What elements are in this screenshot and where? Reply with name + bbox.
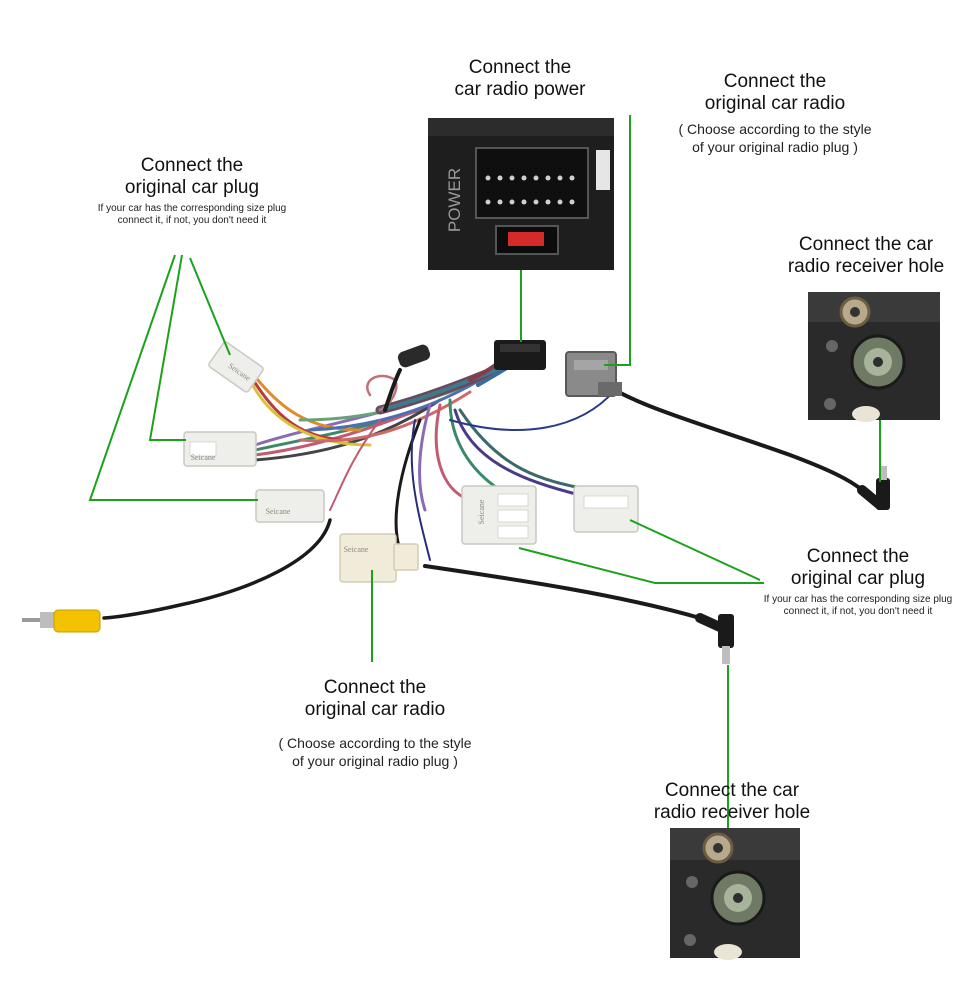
connector-left-mid [183, 431, 257, 467]
label-radio-top-line2: original car radio [704, 92, 846, 114]
label-radio-top-note2: of your original radio plug ) [692, 138, 858, 155]
receiver-hole-photo-bottom [670, 828, 800, 960]
label-receiver-top-line2: radio receiver hole [787, 255, 945, 277]
label-receiver-top-line1: Connect the car [798, 234, 934, 255]
brand-label-3: Seicane [266, 507, 291, 516]
label-receiver-bottom: Connect the car radio receiver hole [625, 780, 839, 824]
label-receiver-bottom-line2: radio receiver hole [653, 801, 811, 823]
label-radio-bottom: Connect the original car radio ( Choose … [250, 677, 500, 769]
label-plug-right-note2: connect it, if not, you don't need it [783, 606, 933, 618]
label-plug-left-line2: original car plug [124, 176, 260, 198]
label-plug-right-note1: If your car has the corresponding size p… [763, 593, 953, 605]
leader-lines [88, 115, 881, 828]
angle-plug-top [857, 466, 890, 510]
brand-label-4: Seicane [344, 545, 369, 554]
connector-left-low [255, 489, 325, 523]
label-plug-left-line1: Connect the [140, 155, 244, 176]
label-power: Connect the car radio power [420, 57, 620, 101]
receiver-hole-photo-top [808, 292, 940, 422]
connector-right-large [461, 485, 537, 545]
label-plug-left: Connect the original car plug If your ca… [72, 155, 312, 228]
connector-center-cream [339, 533, 419, 583]
small-lead-plug [397, 344, 431, 368]
label-plug-left-note1: If your car has the corresponding size p… [97, 202, 287, 214]
label-power-line2: car radio power [454, 78, 586, 100]
label-radio-bottom-note2: of your original radio plug ) [292, 752, 458, 769]
connector-right-small [573, 485, 639, 533]
label-radio-bottom-line2: original car radio [304, 698, 446, 720]
label-power-line1: Connect the [468, 57, 572, 78]
grey-antenna-plug [565, 351, 622, 397]
label-radio-top: Connect the original car radio ( Choose … [650, 71, 900, 155]
label-plug-left-note2: connect it, if not, you don't need it [117, 215, 267, 227]
label-plug-right-line1: Connect the [806, 546, 910, 567]
brand-label-2: Seicane [191, 453, 216, 462]
label-plug-right: Connect the original car plug If your ca… [740, 546, 976, 619]
label-receiver-top: Connect the car radio receiver hole [760, 234, 972, 278]
power-panel-text: POWER [445, 168, 464, 232]
brand-label-5: Seicane [477, 499, 486, 524]
label-receiver-bottom-line1: Connect the car [664, 780, 800, 801]
label-radio-bottom-note1: ( Choose according to the style [278, 734, 472, 751]
label-radio-top-note1: ( Choose according to the style [678, 120, 872, 137]
antenna-cables [102, 388, 864, 620]
power-connector [494, 340, 546, 370]
rca-plug [22, 609, 101, 633]
power-socket-photo: POWER [428, 118, 614, 270]
connector-left-top [208, 341, 264, 393]
label-radio-bottom-line1: Connect the [323, 677, 427, 698]
angle-plug-bottom [695, 613, 734, 664]
label-plug-right-line2: original car plug [790, 567, 926, 589]
label-radio-top-line1: Connect the [723, 71, 827, 92]
wire-bundle [248, 343, 592, 561]
